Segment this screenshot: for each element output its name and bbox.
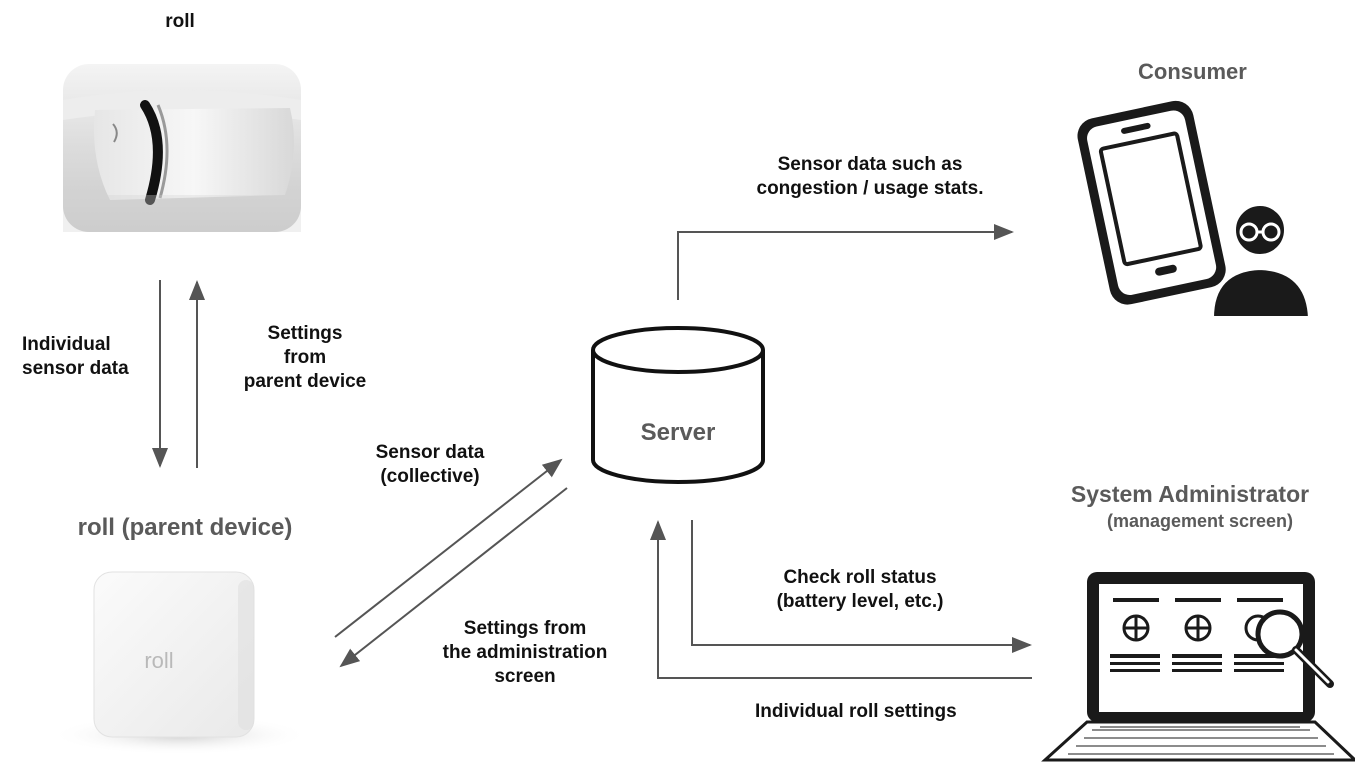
parent-device-title: roll (parent device) <box>77 514 293 541</box>
edge-individual-roll-settings <box>650 520 1032 679</box>
edge-check-roll-status <box>691 520 1032 653</box>
label-sensor-data-usage: Sensor data such as congestion / usage s… <box>756 154 984 199</box>
laptop-dashboard-icon <box>1041 572 1355 762</box>
roll-sensor-device-photo <box>63 64 301 232</box>
label-individual-roll-settings: Individual roll settings <box>755 701 957 722</box>
edge-sensor-data-collective <box>334 458 563 638</box>
label-individual-sensor-data: Individual sensor data <box>22 334 129 379</box>
parent-device-brand: roll <box>144 648 173 673</box>
edge-settings-from-admin <box>339 487 568 668</box>
label-settings-from-admin: Settings from the administration screen <box>442 618 608 687</box>
label-check-roll-status: Check roll status (battery level, etc.) <box>776 567 944 612</box>
edge-sensor-data-usage <box>677 224 1014 300</box>
server-label: Server <box>641 419 716 446</box>
admin-subtitle: (management screen) <box>1106 511 1294 531</box>
admin-title: System Administrator <box>1070 481 1310 507</box>
label-settings-from-parent: Settings from parent device <box>243 323 367 392</box>
database-cylinder-icon <box>591 326 765 484</box>
roll-title: roll <box>165 11 195 32</box>
smartphone-user-icon <box>1077 100 1313 320</box>
label-sensor-data-collective: Sensor data (collective) <box>375 442 485 487</box>
consumer-title: Consumer <box>1138 59 1247 84</box>
roll-parent-device-photo: roll <box>50 571 310 755</box>
